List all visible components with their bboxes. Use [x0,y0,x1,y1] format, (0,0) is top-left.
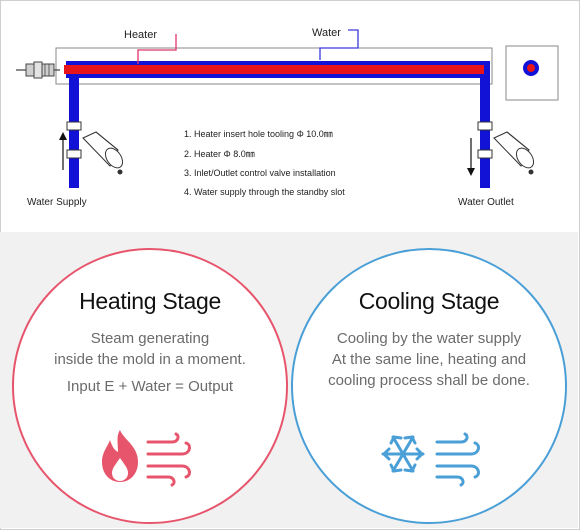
supply-arrow-up-icon [59,132,67,170]
water-outlet-label: Water Outlet [458,197,514,208]
note-1: 1. Heater insert hole tooling Φ 10.0㎜ [184,129,333,139]
cooling-stage-title: Cooling Stage [358,288,500,314]
cooling-icons [381,432,480,487]
snowflake-icon [381,435,425,473]
outlet-arrow-down-icon [467,138,475,176]
water-supply-label: Water Supply [27,197,87,208]
inlet-valve-handle [82,131,124,175]
heating-stage-description: Steam generating inside the mold in a mo… [32,328,268,370]
heating-stage-title: Heating Stage [79,288,221,314]
inlet-valve-fittings [66,121,82,159]
heating-desc-line-1: Steam generating [90,330,210,347]
mold-heating-diagram: Heater Water 1. Heater insert hole tooli… [16,27,559,208]
note-3: 3. Inlet/Outlet control valve installati… [184,168,336,178]
cooling-desc-line-3: cooling process shall be done. [328,372,530,389]
outlet-valve-fittings [477,121,493,159]
outlet-valve-handle [493,131,535,175]
note-4: 4. Water supply through the standby slot [184,187,345,197]
wind-icon [146,432,191,487]
heater-cross-section [527,64,535,72]
water-label: Water [312,27,341,39]
note-2: 2. Heater Φ 8.0㎜ [184,149,255,159]
heating-desc-line-2: inside the mold in a moment. [54,351,246,368]
flame-icon [102,430,138,482]
heater-connector [16,61,60,79]
cooling-desc-line-1: Cooling by the water supply [336,330,522,347]
heating-formula: Input E + Water = Output [66,378,234,395]
heater-label: Heater [124,29,157,41]
cooling-stage-description: Cooling by the water supply At the same … [311,328,547,391]
cooling-stage-card: Cooling Stage Cooling by the water suppl… [291,248,567,524]
heater-callout [137,34,177,64]
heating-icons [102,430,191,487]
water-callout [319,29,359,60]
cooling-desc-line-2: At the same line, heating and [331,351,527,368]
heating-stage-card: Heating Stage Steam generating inside th… [12,248,288,524]
wind-icon [435,432,480,487]
heater-rod [64,65,484,74]
